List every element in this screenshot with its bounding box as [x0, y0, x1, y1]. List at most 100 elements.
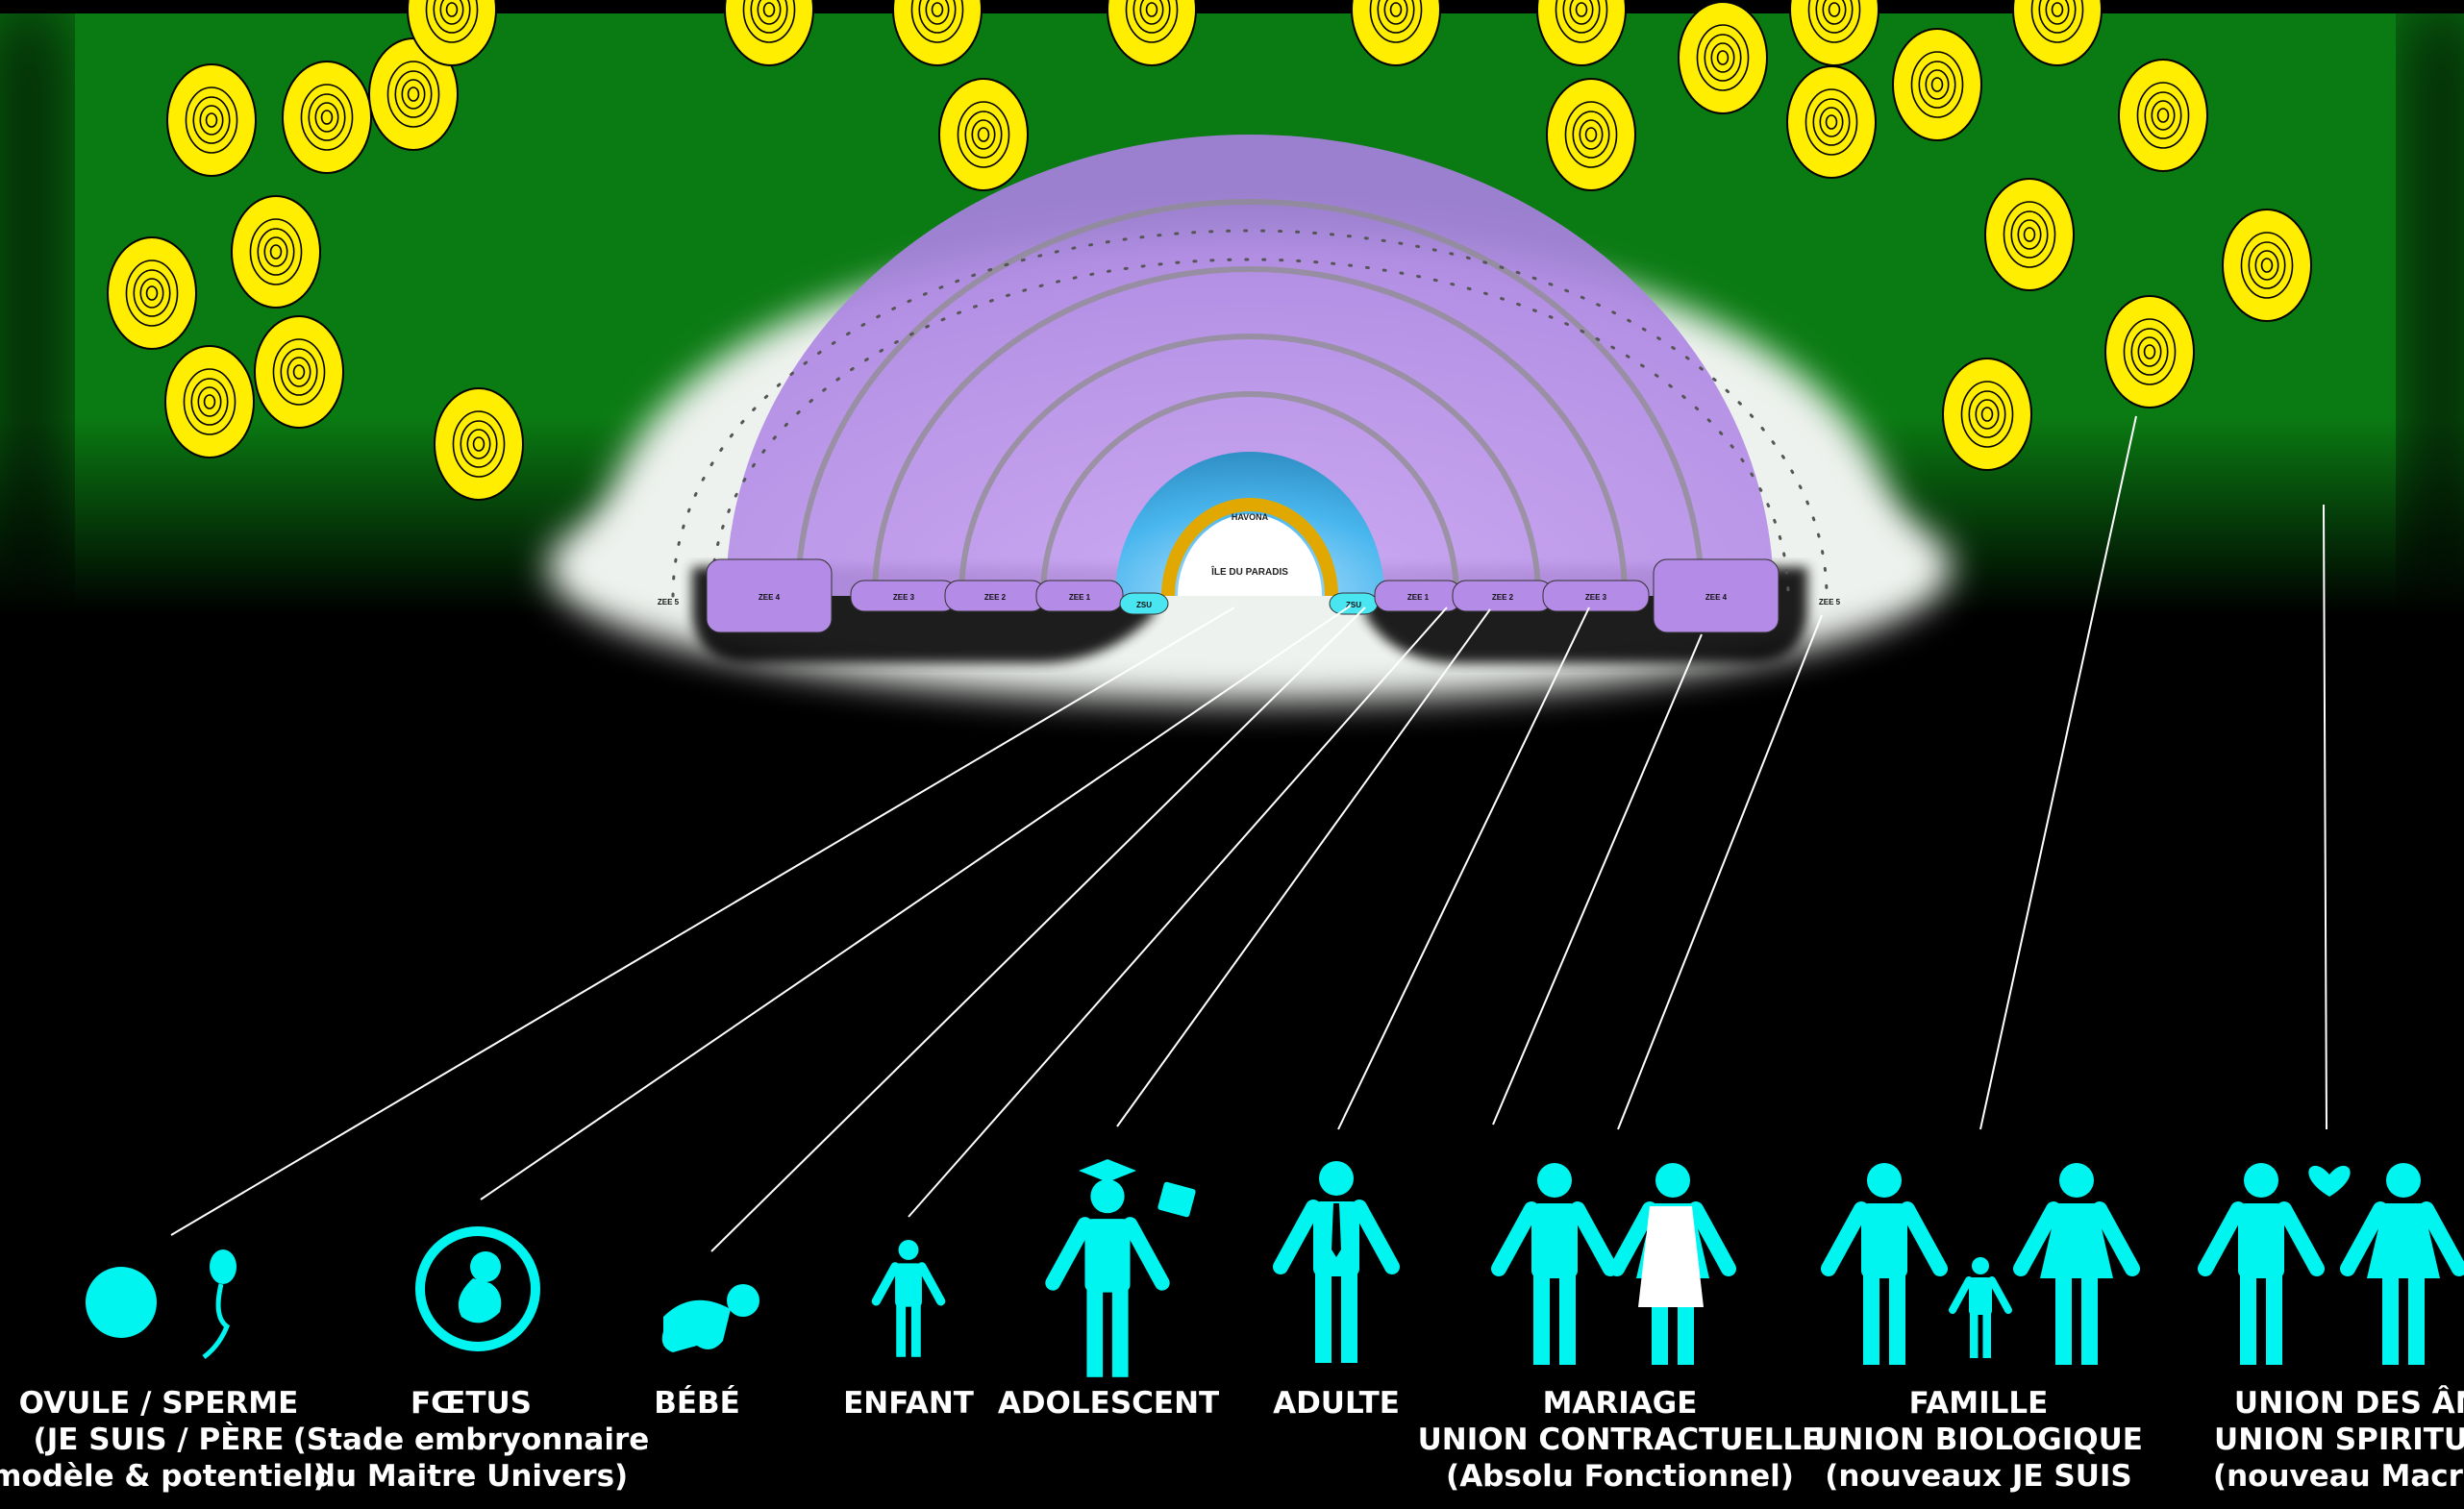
zone-label: ZEE 3 [1585, 593, 1607, 602]
galaxy-icon [407, 0, 497, 66]
galaxy-icon [892, 0, 983, 66]
galaxy-icon [1892, 28, 1982, 141]
zone-pill: ZEE 1 [1035, 580, 1124, 612]
galaxy-icon [938, 78, 1029, 191]
zone-label: ZEE 2 [984, 593, 1007, 602]
connector-line [1492, 633, 1703, 1126]
stage-label: ADOLESCENT [998, 1386, 1219, 1422]
zone-label: ZEE 2 [1492, 593, 1514, 602]
connector-line [1617, 614, 1823, 1130]
zone-pill: ZSU [1329, 592, 1379, 615]
stage-label-line: (Absolu Fonctionnel) [1446, 1458, 1794, 1494]
galaxy-icon [164, 345, 255, 458]
zone-pill: ZEE 2 [944, 580, 1046, 612]
galaxy-cluster [107, 0, 2312, 501]
paradise-label: ÎLE DU PARADIS [1210, 565, 1288, 578]
galaxy-icon [1942, 358, 2032, 471]
stage-label-line: (nouveau Macro MU [2212, 1458, 2464, 1494]
stage-label-line: modèle & potentiel) [0, 1458, 327, 1494]
connector-line [1337, 606, 1590, 1130]
galaxy-icon [107, 236, 197, 350]
adult-icon [1273, 1161, 1400, 1363]
soulmates-icon [2198, 1163, 2464, 1365]
fetus-icon [415, 1226, 540, 1351]
stage-label-line: UNION DES ÂMES [2233, 1386, 2464, 1421]
connector-line [480, 605, 1352, 1200]
zone-label: ZEE 3 [893, 593, 915, 602]
stage-label-line: du Maitre Univers) [313, 1458, 629, 1494]
zone-pill: ZEE 2 [1452, 580, 1554, 612]
zone-label: ZSU [1136, 601, 1152, 609]
stage-label-line: UNION BIOLOGIQUE [1814, 1422, 2143, 1457]
galaxy-icon [254, 315, 344, 429]
connector-line [1979, 415, 2137, 1130]
connector-line [908, 606, 1448, 1218]
zone-pill: ZEE 3 [850, 580, 958, 612]
galaxy-icon [1351, 0, 1441, 66]
zone-label: ZEE 5 [1819, 598, 1841, 606]
galaxy-icon [1107, 0, 1197, 66]
stage-label-line: UNION SPIRITUELLE [2214, 1422, 2464, 1457]
havona-label: HAVONA [1232, 512, 1269, 522]
stage-label-line: ENFANT [843, 1386, 974, 1421]
galaxy-icon [282, 61, 372, 174]
zone-row: ZEE 5 ZEE 4 ZEE 3 ZEE 2 ZEE 1 ZSU ZSU ZEE 1 ZEE … [658, 558, 1841, 633]
stage-label: ADULTE [1273, 1386, 1400, 1422]
connector-line [710, 606, 1366, 1252]
zone-arches [671, 135, 1829, 598]
stage-label-line: (JE SUIS / PÈRE [33, 1422, 285, 1457]
graduate-icon [1045, 1159, 1196, 1377]
zone-label: ZEE 4 [1705, 593, 1728, 602]
stage-label: BÉBÉ [654, 1386, 740, 1422]
stage-label-line: (nouveaux JE SUIS [1825, 1458, 2132, 1494]
galaxy-icon [1678, 1, 1768, 114]
zone-label: ZEE 5 [658, 598, 680, 606]
zone-pill: ZSU [1119, 592, 1169, 615]
zone-label: ZEE 1 [1407, 593, 1430, 602]
baby-icon [661, 1284, 759, 1352]
stage-label-line: MARIAGE [1542, 1386, 1698, 1421]
galaxy-icon [1786, 65, 1877, 179]
stage-label-line: UNION CONTRACTUELLE [1417, 1422, 1823, 1457]
zone-pill: ZEE 4 [706, 558, 833, 633]
stage-label-line: FAMILLE [1908, 1386, 2049, 1421]
stage-label: UNION DES ÂMESUNION SPIRITUELLE(nouveau … [2213, 1386, 2464, 1495]
galaxy-icon [166, 63, 257, 177]
galaxy-icon [1546, 78, 1636, 191]
connector-line [2323, 504, 2327, 1130]
stage-label-line: OVULE / SPERME [18, 1386, 299, 1421]
galaxy-icon [1984, 178, 2075, 291]
stage-icons [86, 1159, 2464, 1377]
havona-paradise: HAVONA ÎLE DU PARADIS [1115, 452, 1384, 597]
galaxy-icon [1789, 0, 1879, 66]
galaxy-icon [434, 387, 524, 501]
galaxy-icon [2222, 209, 2312, 322]
stage-label-line: BÉBÉ [654, 1386, 740, 1421]
stage-label-line: FŒTUS [410, 1386, 532, 1421]
galaxy-icon [231, 195, 321, 309]
connector-line [1116, 608, 1491, 1127]
left-dark-edge [0, 0, 58, 615]
zone-pill: ZEE 5 [1819, 598, 1841, 606]
child-icon [871, 1240, 946, 1357]
galaxy-icon [2012, 0, 2103, 66]
connector-line [170, 606, 1235, 1236]
married-couple-icon [1491, 1163, 1736, 1365]
zone-label: ZSU [1346, 601, 1361, 609]
connector-lines [170, 415, 2327, 1252]
stage-label-line: (Stade embryonnaire [292, 1422, 650, 1457]
right-dark-edge [2413, 0, 2464, 615]
stage-label: ENFANT [843, 1386, 974, 1422]
galaxy-icon [724, 0, 814, 66]
zone-pill: ZEE 4 [1653, 558, 1780, 633]
egg-sperm-icon [86, 1249, 236, 1359]
zone-label: ZEE 4 [759, 593, 781, 602]
family-icon [1821, 1163, 2140, 1365]
stage-label-line: ADOLESCENT [997, 1386, 1220, 1421]
zone-pill: ZEE 1 [1374, 580, 1462, 612]
